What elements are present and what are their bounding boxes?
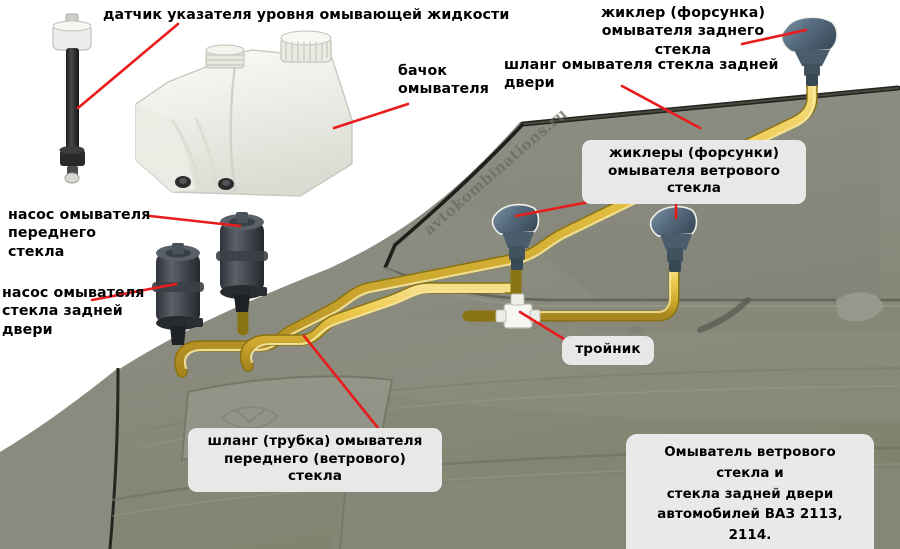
pointer-rear-hose (620, 84, 702, 130)
reservoir-neck (205, 44, 245, 69)
label-reservoir: бачок омывателя (398, 63, 489, 98)
label-rear-pump: насос омывателя стекла задней двери (2, 285, 145, 338)
pointer-front-pump (148, 214, 242, 228)
pointer-front-hose (302, 334, 380, 430)
label-rear-hose: шланг омывателя стекла задней двери (504, 57, 779, 92)
front-washer-nozzle-right (649, 205, 698, 272)
vaz-logo (220, 406, 280, 430)
label-level-sensor: датчик указателя уровня омывающей жидкос… (103, 7, 510, 23)
reservoir-cap (280, 30, 332, 63)
front-washer-nozzle-left (491, 203, 540, 270)
washer-fluid-level-sensor (52, 13, 92, 184)
label-front-nozzles: жиклеры (форсунки) омывателя ветрового с… (582, 140, 806, 205)
front-washer-pump (216, 212, 268, 312)
label-tee: тройник (562, 336, 654, 365)
rear-washer-pump (152, 243, 204, 345)
pointer-level-sensor (76, 22, 180, 110)
rear-washer-nozzle (780, 16, 838, 86)
pointer-rear-pump (90, 282, 178, 302)
pointer-reservoir (332, 102, 410, 130)
washer-fluid-reservoir (135, 30, 353, 197)
diagram-caption: Омыватель ветрового стекла и стекла задн… (626, 434, 874, 549)
label-rear-nozzle: жиклер (форсунка) омывателя заднего стек… (600, 5, 766, 58)
label-front-hose: шланг (трубка) омывателя переднего (ветр… (188, 428, 442, 493)
label-front-pump: насос омывателя переднего стекла (8, 207, 151, 260)
pointer-rear-nozzle (740, 28, 808, 46)
